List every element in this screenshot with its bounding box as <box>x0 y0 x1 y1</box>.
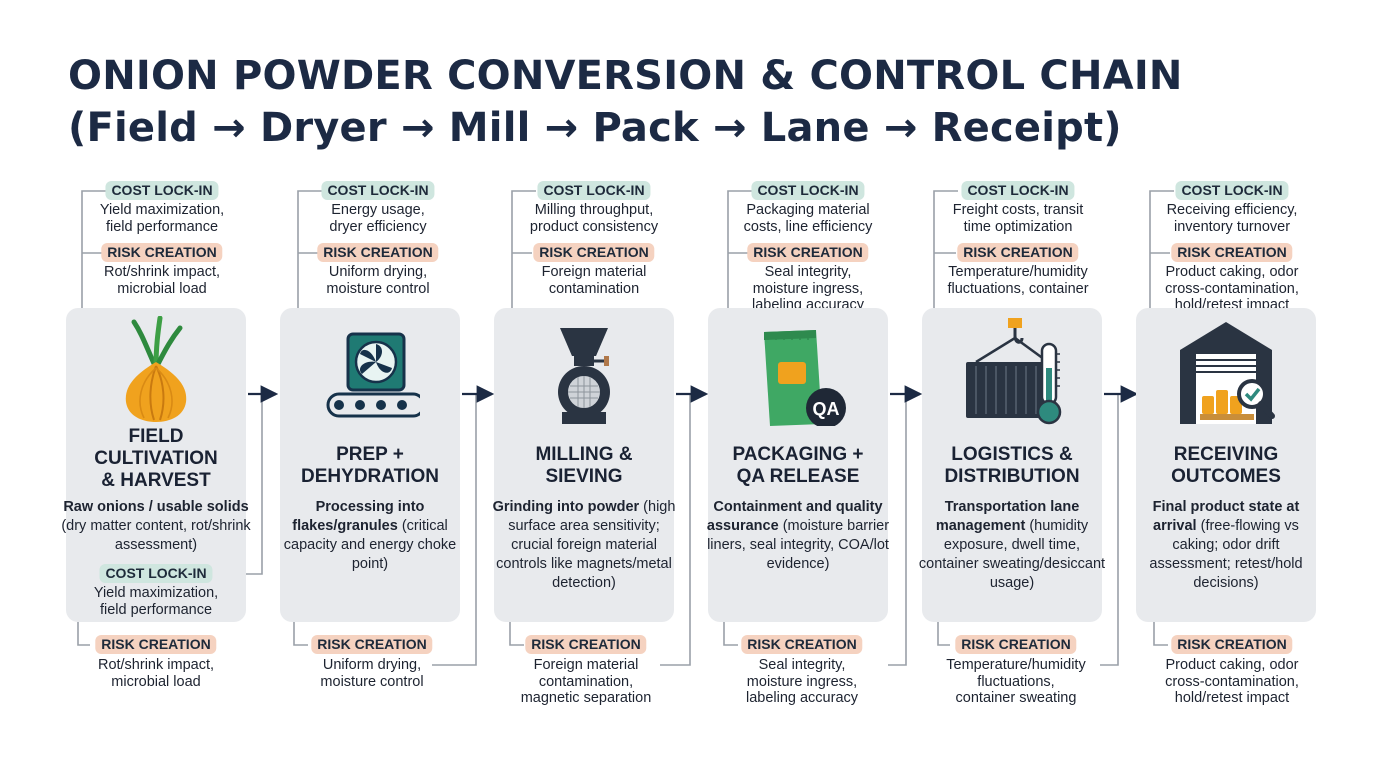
stage-card: PREP + DEHYDRATION Processing into flake… <box>280 308 460 622</box>
risk-creation-text: Product caking, odor cross-contamination… <box>1165 657 1299 706</box>
warehouse-inspection-icon <box>1180 322 1275 424</box>
stage-card: RECEIVING OUTCOMES Final product state a… <box>1136 308 1316 622</box>
qa-label: QA <box>813 399 840 419</box>
mill-icon <box>558 328 610 424</box>
stage-card: QA PACKAGING + QA RELEASE Containment an… <box>707 308 889 622</box>
container-thermometer-icon <box>966 318 1062 425</box>
title-line-1: ONION POWDER CONVERSION & CONTROL CHAIN <box>68 53 1183 99</box>
risk-creation-badge: RISK CREATION <box>317 243 439 262</box>
cost-lock-in-badge: COST LOCK-IN <box>537 181 651 200</box>
risk-creation-badge: RISK CREATION <box>311 635 433 654</box>
risk-creation-text: Rot/shrink impact, microbial load <box>103 264 221 297</box>
risk-creation-text: Uniform drying, moisture control <box>320 657 424 690</box>
stage-title: PREP + DEHYDRATION <box>301 444 439 487</box>
cost-lock-in-text: Freight costs, transit time optimization <box>952 202 1084 235</box>
cost-lock-in-badge: COST LOCK-IN <box>751 181 865 200</box>
risk-creation-text: Temperature/humidity fluctuations, conta… <box>947 264 1089 297</box>
risk-creation-text: Rot/shrink impact, microbial load <box>97 657 215 690</box>
stage-description: Grinding into powder (high surface area … <box>492 499 676 591</box>
cost-lock-in-text: Energy usage, dryer efficiency <box>329 202 427 235</box>
stage-description: Containment and quality assurance (moist… <box>706 499 890 572</box>
cost-lock-in-badge: COST LOCK-IN <box>1175 181 1289 200</box>
stage-description: Final product state at arrival (free-flo… <box>1149 499 1303 591</box>
stage-description: Raw onions / usable solids (dry matter c… <box>61 499 251 553</box>
cost-lock-in-badge: COST LOCK-IN <box>961 181 1075 200</box>
risk-creation-text: Product caking, odor cross-contamination… <box>1165 264 1299 313</box>
stage-title: MILLING & SIEVING <box>535 444 633 487</box>
risk-creation-badge: RISK CREATION <box>741 635 863 654</box>
risk-creation-badge: RISK CREATION <box>957 243 1079 262</box>
stage-card: LOGISTICS & DISTRIBUTION Transportation … <box>919 308 1105 622</box>
cost-lock-in-text: Packaging material costs, line efficienc… <box>743 202 873 235</box>
stage-card: MILLING & SIEVING Grinding into powder (… <box>493 308 675 622</box>
stage-title: LOGISTICS & DISTRIBUTION <box>944 444 1080 487</box>
risk-creation-badge: RISK CREATION <box>101 243 223 262</box>
dryer-conveyor-icon <box>326 332 420 418</box>
stage-title: PACKAGING + QA RELEASE <box>732 444 864 487</box>
stage-description: Processing into flakes/granules (critica… <box>283 499 457 572</box>
cost-lock-in-text: Yield maximization, field performance <box>99 202 225 235</box>
risk-creation-text: Foreign material contamination, magnetic… <box>520 657 652 706</box>
risk-creation-text: Temperature/humidity fluctuations, conta… <box>946 657 1086 706</box>
stage-card: FIELD CULTIVATION & HARVEST Raw onions /… <box>61 308 251 622</box>
cost-lock-in-text: Milling throughput, product consistency <box>529 202 659 235</box>
stage-description: Transportation lane management (humidity… <box>918 499 1106 591</box>
risk-creation-badge: RISK CREATION <box>525 635 647 654</box>
risk-creation-badge: RISK CREATION <box>747 243 869 262</box>
risk-creation-text: Seal integrity, moisture ingress, labeli… <box>751 264 865 313</box>
cost-lock-in-badge: COST LOCK-IN <box>99 564 213 583</box>
risk-creation-badge: RISK CREATION <box>95 635 217 654</box>
stage-title: FIELD CULTIVATION & HARVEST <box>94 426 218 491</box>
risk-creation-badge: RISK CREATION <box>1171 635 1293 654</box>
page-title: ONION POWDER CONVERSION & CONTROL CHAIN … <box>68 50 1328 154</box>
risk-creation-text: Seal integrity, moisture ingress, labeli… <box>745 657 859 706</box>
risk-creation-badge: RISK CREATION <box>955 635 1077 654</box>
package-qa-icon: QA <box>764 330 846 426</box>
risk-creation-badge: RISK CREATION <box>533 243 655 262</box>
risk-creation-text: Uniform drying, moisture control <box>326 264 430 297</box>
cost-lock-in-badge: COST LOCK-IN <box>105 181 219 200</box>
cost-lock-in-text: Yield maximization, field performance <box>93 585 219 618</box>
stage-title: RECEIVING OUTCOMES <box>1171 444 1281 487</box>
risk-creation-badge: RISK CREATION <box>1171 243 1293 262</box>
risk-creation-text: Foreign material contamination <box>541 264 647 297</box>
cost-lock-in-badge: COST LOCK-IN <box>321 181 435 200</box>
cost-lock-in-text: Receiving efficiency, inventory turnover <box>1166 202 1298 235</box>
onion-icon <box>125 316 187 422</box>
title-line-2: (Field → Dryer → Mill → Pack → Lane → Re… <box>68 105 1122 151</box>
